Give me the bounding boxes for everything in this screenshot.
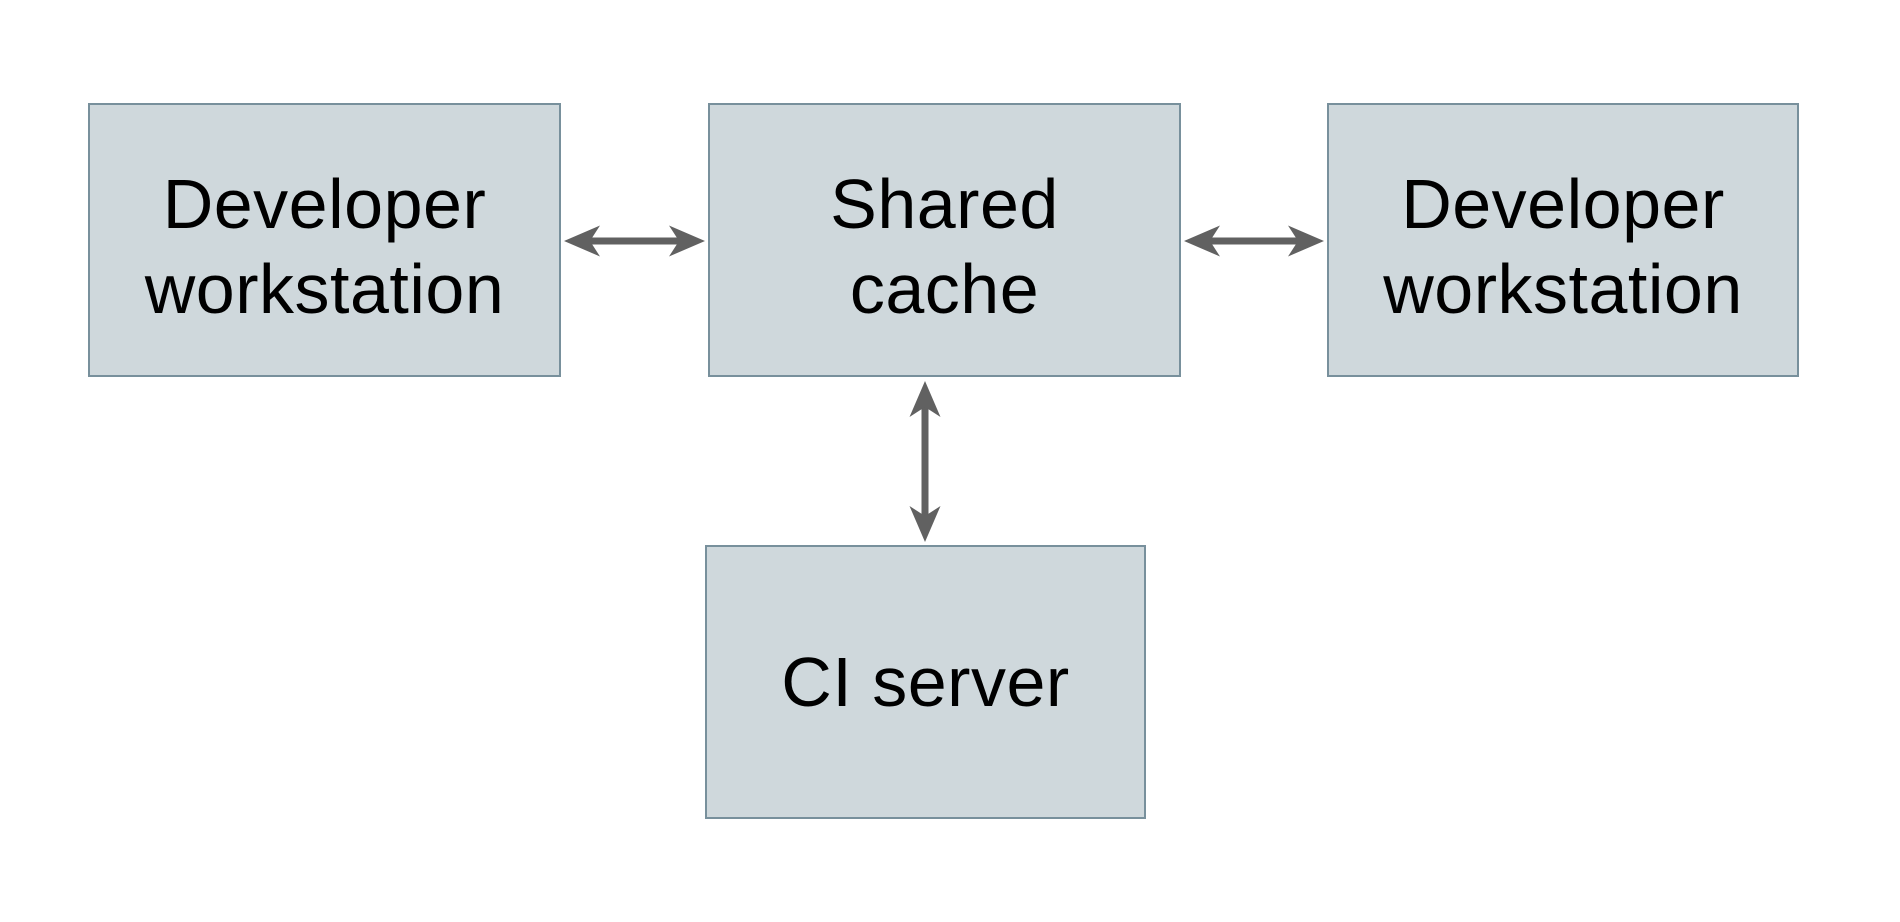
bidirectional-arrow-horizontal-icon <box>1184 225 1324 257</box>
node-shared-cache: Shared cache <box>708 103 1181 377</box>
arrowhead-left-icon <box>1184 225 1220 257</box>
arrowhead-down-icon <box>909 506 941 542</box>
node-label-line: Shared <box>830 165 1059 243</box>
node-label-line: workstation <box>1383 250 1743 328</box>
node-label-line: Developer <box>162 165 487 243</box>
bidirectional-arrow-vertical-icon <box>909 381 941 542</box>
node-label: CI server <box>781 640 1069 725</box>
node-label: Shared cache <box>830 162 1059 332</box>
node-developer-workstation-right: Developer workstation <box>1327 103 1799 377</box>
node-label: Developer workstation <box>1383 162 1743 332</box>
arrow-shared-cache-workstation-right <box>1181 211 1327 271</box>
node-developer-workstation-left: Developer workstation <box>88 103 561 377</box>
bidirectional-arrow-horizontal-icon <box>564 225 705 257</box>
arrowhead-right-icon <box>1288 225 1324 257</box>
node-label-line: cache <box>849 250 1040 328</box>
node-label-line: workstation <box>144 250 505 328</box>
arrow-shared-cache-ci-server <box>895 378 955 545</box>
arrowhead-right-icon <box>669 225 705 257</box>
arrow-workstation-left-shared-cache <box>561 211 708 271</box>
arrowhead-up-icon <box>909 381 941 417</box>
node-ci-server: CI server <box>705 545 1146 819</box>
node-label-line: CI server <box>781 642 1070 721</box>
node-label-line: Developer <box>1401 165 1725 243</box>
arrowhead-left-icon <box>564 225 600 257</box>
node-label: Developer workstation <box>145 162 505 332</box>
